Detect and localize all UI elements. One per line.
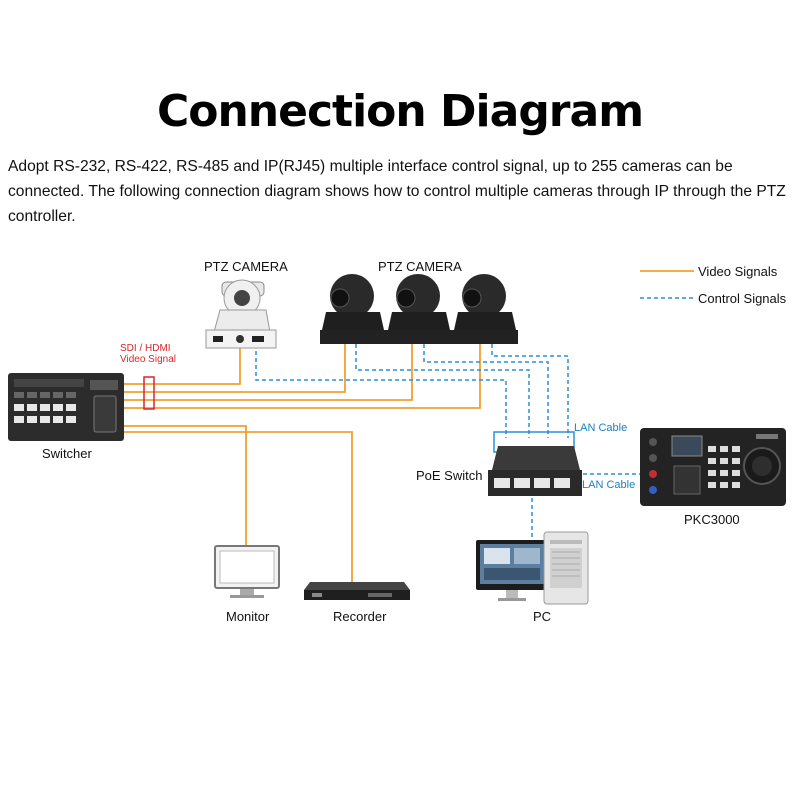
ptz-camera-left (205, 279, 277, 349)
page-title: Connection Diagram (156, 86, 644, 137)
switcher-label: Switcher (42, 446, 93, 461)
monitor-device (214, 545, 280, 598)
ptz-camera-3 (386, 274, 452, 344)
video-wires (124, 344, 481, 585)
video-wire-cam3 (124, 344, 413, 401)
legend-video-label: Video Signals (698, 264, 778, 279)
sdi-label-line1: SDI / HDMI (120, 343, 171, 354)
lan-cable-right-label: LAN Cable (582, 479, 635, 491)
legend: Video Signals Control Signals (640, 264, 787, 306)
pc-label: PC (533, 609, 551, 624)
ptz-camera-4 (452, 274, 518, 344)
lan-cable-top-label: LAN Cable (574, 422, 627, 434)
sdi-label-line2: Video Signal (120, 354, 176, 365)
switcher-device (8, 373, 124, 441)
legend-control-label: Control Signals (698, 291, 787, 306)
sdi-box (143, 376, 155, 410)
control-wire-cam3 (423, 344, 549, 438)
control-wire-cam1 (255, 344, 507, 438)
poe-switch-label: PoE Switch (416, 468, 482, 483)
ptz-camera-left-label: PTZ CAMERA (204, 259, 288, 274)
pkc3000-device (640, 428, 786, 506)
ptz-camera-group-label: PTZ CAMERA (378, 259, 462, 274)
description: Adopt RS-232, RS-422, RS-485 and IP(RJ45… (8, 158, 786, 225)
video-wire-cam2 (124, 344, 346, 393)
poe-switch-device (488, 446, 582, 496)
recorder-label: Recorder (333, 609, 387, 624)
monitor-label: Monitor (226, 609, 270, 624)
pkc3000-label: PKC3000 (684, 512, 740, 527)
sdi-video-marker: SDI / HDMI Video Signal (120, 343, 176, 410)
video-wire-monitor (124, 425, 247, 548)
video-wire-cam1 (124, 344, 241, 385)
recorder-device (304, 582, 410, 600)
ptz-camera-2 (320, 274, 386, 344)
control-wire-cam2 (355, 344, 530, 438)
video-wire-recorder (124, 431, 353, 585)
control-wires (255, 344, 640, 540)
control-wire-cam4 (491, 344, 569, 438)
pc-device (476, 531, 589, 605)
video-wire-cam4 (124, 344, 481, 409)
